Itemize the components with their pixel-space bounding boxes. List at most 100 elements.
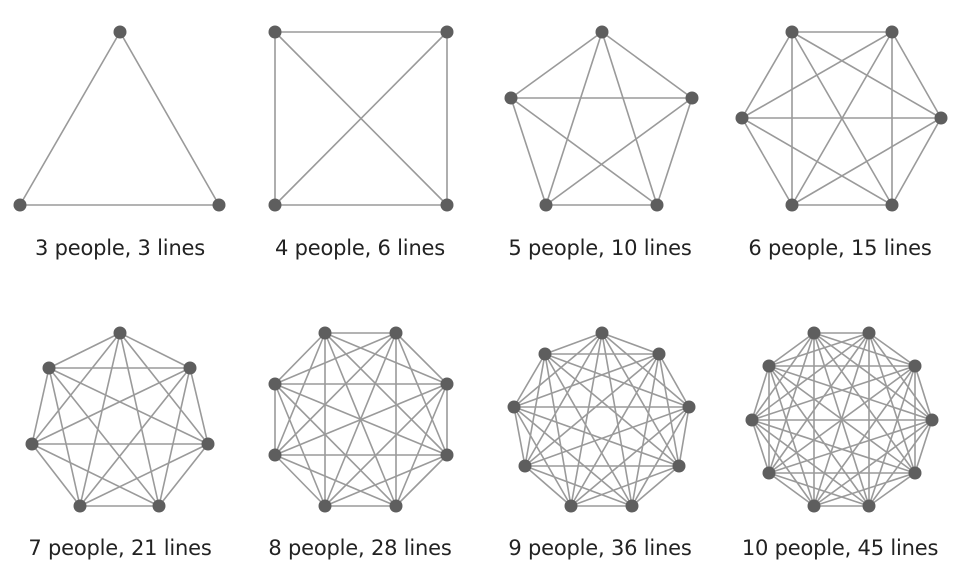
connection-line <box>868 419 933 507</box>
person-node <box>885 198 899 212</box>
person-node <box>183 361 197 375</box>
connection-line <box>31 367 191 445</box>
connection-line <box>751 419 815 507</box>
connection-line <box>524 332 603 467</box>
connection-line <box>751 332 870 421</box>
person-node <box>564 499 578 513</box>
graph-3-people <box>13 25 226 212</box>
graph-5-people <box>504 25 699 212</box>
person-node <box>538 347 552 361</box>
connection-line <box>891 117 942 206</box>
connection-line <box>768 332 815 474</box>
connection-line <box>274 454 326 507</box>
connection-line <box>601 31 658 206</box>
connection-line <box>19 31 121 206</box>
connection-line <box>324 454 448 507</box>
person-node <box>440 25 454 39</box>
connection-line <box>274 332 326 385</box>
connection-line <box>324 383 448 507</box>
connection-line <box>119 332 191 369</box>
graph-6-people <box>735 25 948 212</box>
person-node <box>73 499 87 513</box>
person-node <box>504 91 518 105</box>
connection-line <box>768 365 933 421</box>
connection-line <box>324 332 448 456</box>
connection-line <box>274 332 397 385</box>
connection-line <box>601 332 690 408</box>
caption-9-people: 9 people, 36 lines <box>508 536 692 560</box>
person-node <box>762 466 776 480</box>
connection-line <box>544 353 690 408</box>
person-node <box>212 198 226 212</box>
person-node <box>440 198 454 212</box>
person-node <box>318 499 332 513</box>
connection-line <box>274 454 397 507</box>
connection-line <box>570 332 603 507</box>
person-node <box>389 499 403 513</box>
connection-line <box>513 353 546 408</box>
connection-line <box>544 353 572 507</box>
connection-line <box>868 472 916 507</box>
connection-line <box>741 31 893 119</box>
graph-8-people <box>268 326 454 513</box>
connection-line <box>524 406 690 467</box>
person-node <box>762 359 776 373</box>
connection-line <box>656 97 693 206</box>
connection-line <box>510 97 658 206</box>
connection-line <box>524 353 546 467</box>
connection-line <box>751 419 916 474</box>
person-node <box>885 25 899 39</box>
edges <box>513 332 690 507</box>
connection-line <box>631 465 680 507</box>
connection-line <box>395 383 448 507</box>
connection-line <box>741 117 893 206</box>
caption-8-people: 8 people, 28 lines <box>268 536 452 560</box>
person-node <box>807 499 821 513</box>
connection-line <box>741 31 793 119</box>
connection-line <box>768 332 815 367</box>
caption-6-people: 6 people, 15 lines <box>748 236 932 260</box>
connection-line <box>741 117 793 206</box>
person-node <box>25 437 39 451</box>
person-node <box>518 459 532 473</box>
connection-line <box>510 97 547 206</box>
caption-10-people: 10 people, 45 lines <box>741 536 939 560</box>
connection-line <box>768 472 815 507</box>
connection-line <box>545 97 693 206</box>
connection-line <box>48 367 209 445</box>
connection-line <box>513 406 633 507</box>
person-node <box>925 413 939 427</box>
connection-line <box>631 353 660 507</box>
connection-line <box>813 472 916 507</box>
connection-line <box>158 367 191 507</box>
person-node <box>908 359 922 373</box>
connection-line <box>274 383 448 456</box>
connection-line <box>524 353 660 467</box>
graph-7-people <box>25 326 215 513</box>
person-node <box>652 347 666 361</box>
connection-line <box>510 31 603 99</box>
connection-line <box>524 465 572 507</box>
edges <box>274 31 448 206</box>
connection-line <box>119 31 220 206</box>
person-node <box>42 361 56 375</box>
edges <box>19 31 220 206</box>
connection-line <box>274 31 448 206</box>
caption-7-people: 7 people, 21 lines <box>28 536 212 560</box>
person-node <box>268 25 282 39</box>
person-node <box>650 198 664 212</box>
connection-line <box>513 406 526 467</box>
connection-line <box>570 406 690 507</box>
person-node <box>440 448 454 462</box>
connection-line <box>513 406 572 507</box>
person-node <box>785 198 799 212</box>
connection-line <box>79 443 209 507</box>
connection-line <box>868 365 916 507</box>
connection-line <box>891 31 942 119</box>
connection-line <box>751 419 770 474</box>
connection-line <box>119 332 160 507</box>
person-node <box>113 326 127 340</box>
connection-line <box>768 472 870 507</box>
connection-line <box>545 31 603 206</box>
connection-line <box>570 465 680 507</box>
